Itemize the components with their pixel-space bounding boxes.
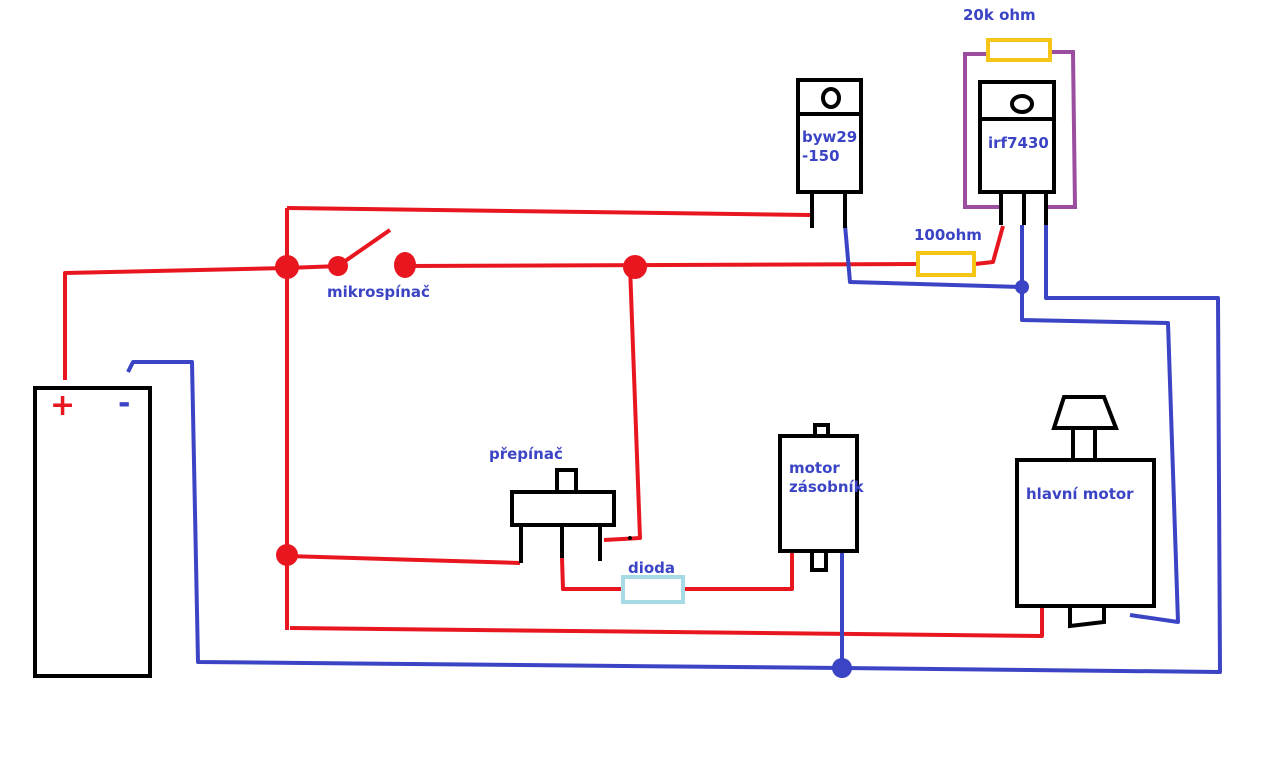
20k-resistor <box>986 38 1052 62</box>
byw29-diode-package: byw29 -150 <box>796 78 863 228</box>
negative-wires <box>126 224 1222 678</box>
100ohm-resistor <box>916 251 976 277</box>
feeder-motor: motor zásobník <box>778 423 865 572</box>
20k-resistor-label: 20k ohm <box>963 6 1036 24</box>
microswitch-label: mikrospínač <box>327 283 430 301</box>
byw29-label-1: byw29 <box>802 128 857 146</box>
battery: + - <box>33 386 152 678</box>
100ohm-label: 100ohm <box>914 226 982 244</box>
main-motor-label: hlavní motor <box>1026 485 1134 503</box>
positive-wires <box>63 206 1044 638</box>
selector-switch-label: přepínač <box>489 445 563 463</box>
feeder-motor-label-2: zásobník <box>789 478 865 496</box>
battery-plus-label: + <box>50 388 75 423</box>
irf7430-label: irf7430 <box>988 134 1049 152</box>
diode <box>621 575 685 604</box>
battery-minus-label: - <box>118 386 130 421</box>
selector-switch: přepínač <box>489 445 616 563</box>
byw29-label-2: -150 <box>802 147 840 165</box>
main-motor: hlavní motor <box>1015 395 1156 629</box>
feeder-motor-label-1: motor <box>789 459 840 477</box>
diode-label: dioda <box>628 559 675 577</box>
irf7430-mosfet: 20k ohm irf7430 <box>963 6 1078 225</box>
